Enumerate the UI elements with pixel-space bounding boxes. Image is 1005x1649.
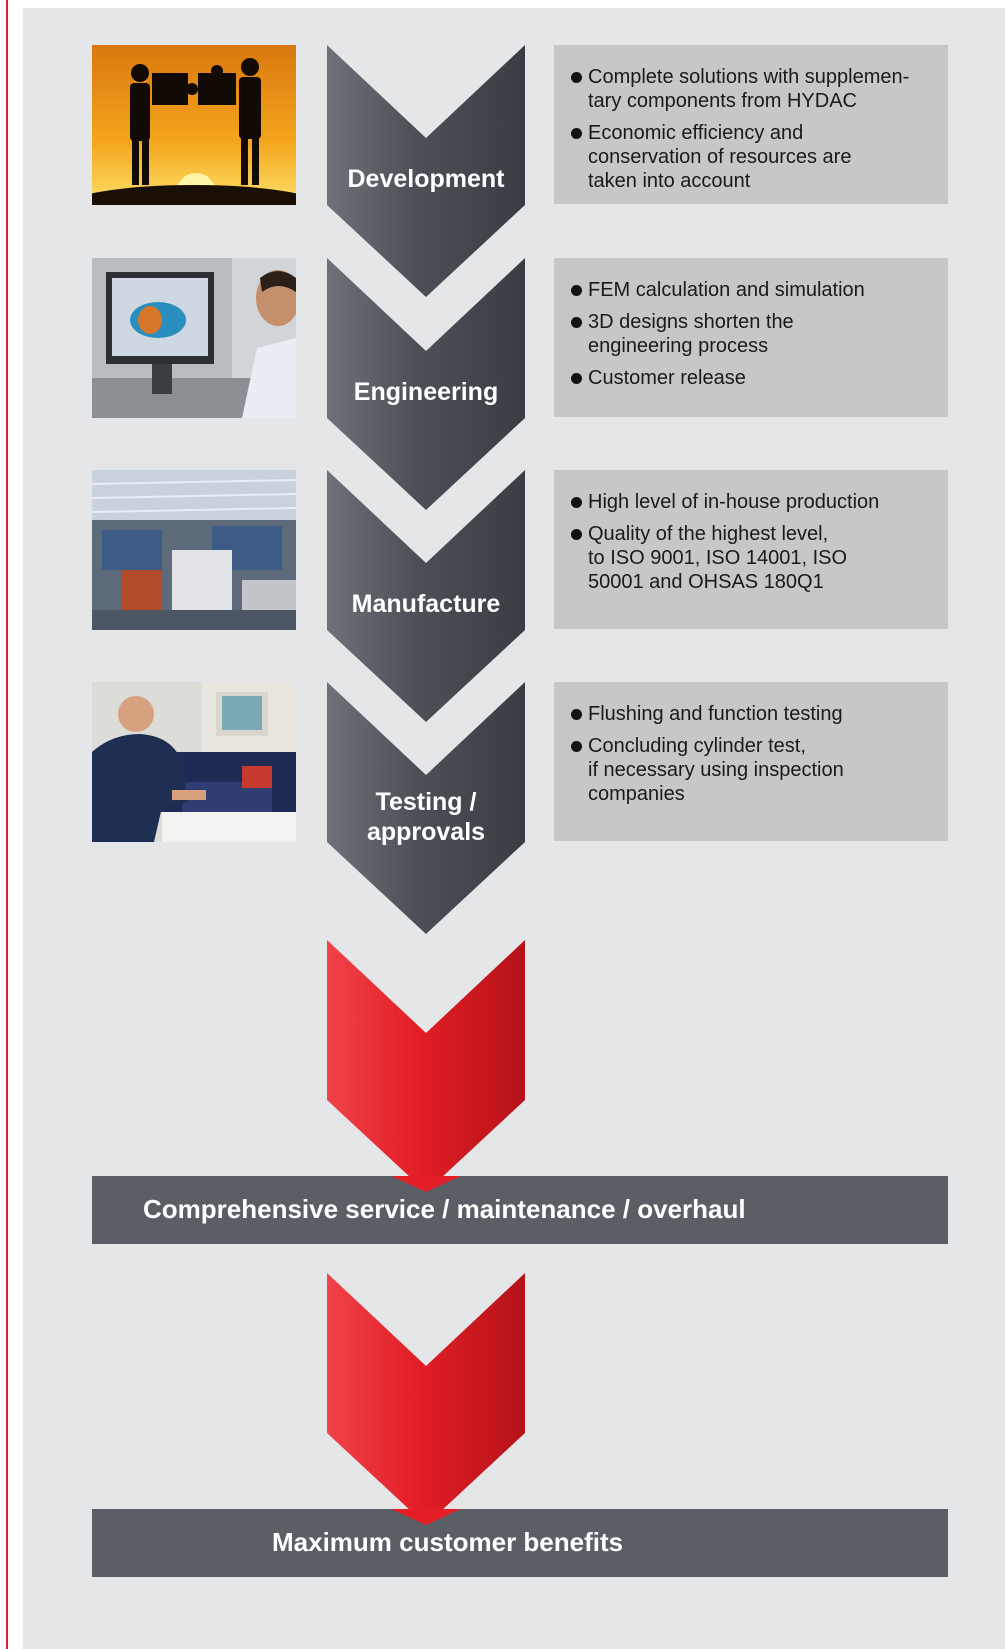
business-partners-puzzle-silhouette-photo [92,45,296,205]
engineer-cad-monitor-photo [92,258,296,418]
bullet-item: Complete solutions with supplemen- tary … [570,65,938,113]
step-label-engineering: Engineering [353,378,499,406]
bullet-item: Flushing and function testing [570,702,938,726]
photo-manufacture [92,470,296,630]
bullet-item: Concluding cylinder test, if necessary u… [570,734,938,806]
bullet-item: Customer release [570,366,938,390]
red-chevron-benefits [327,1273,525,1525]
step-label-testing: Testing / approvals [366,788,486,846]
benefits-bar-label: Maximum customer benefits [272,1527,624,1557]
chevron-testing [327,682,525,934]
bullet-item: High level of in-house production [570,490,938,514]
left-red-rule [6,0,8,1649]
service-bar-label: Comprehensive service / maintenance / ov… [143,1194,746,1224]
chevron-manufacture [327,470,525,722]
production-hall-photo [92,470,296,630]
step-label-development: Development [347,165,505,193]
bullet-item: 3D designs shorten the engineering proce… [570,310,938,358]
bullet-item: Quality of the highest level, to ISO 900… [570,522,938,594]
info-box-development: Complete solutions with supplemen- tary … [554,45,948,204]
info-box-engineering: FEM calculation and simulation 3D design… [554,258,948,417]
bullet-item: FEM calculation and simulation [570,278,938,302]
bullet-item: Economic efficiency and conservation of … [570,121,938,193]
red-chevron-service-tip [391,1176,461,1192]
chevron-engineering [327,258,525,510]
info-box-testing: Flushing and function testing Concluding… [554,682,948,841]
benefits-bar: Maximum customer benefits [92,1509,948,1577]
technician-test-bench-photo [92,682,296,842]
chevron-development [327,45,525,297]
photo-development [92,45,296,205]
step-label-manufacture: Manufacture [351,590,501,618]
red-chevron-service [327,940,525,1192]
photo-testing [92,682,296,842]
red-chevron-benefits-tip [391,1509,461,1525]
service-bar: Comprehensive service / maintenance / ov… [92,1176,948,1244]
photo-engineering [92,258,296,418]
info-box-manufacture: High level of in-house production Qualit… [554,470,948,629]
